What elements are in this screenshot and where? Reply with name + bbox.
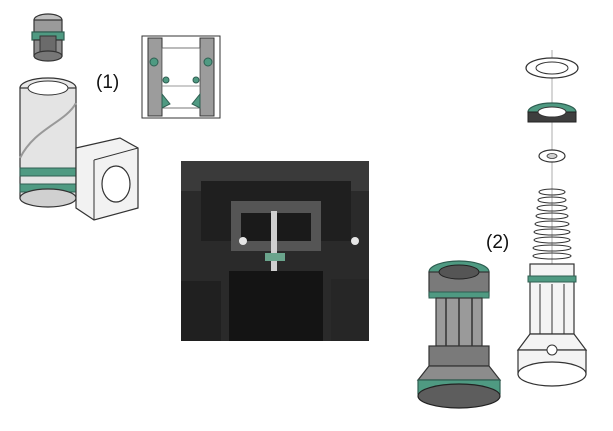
small-insert-icon [31, 13, 65, 62]
valve-photo-icon [181, 161, 369, 341]
exploded-valve-assembly-icon [516, 50, 588, 387]
callout-label-2: (2) [486, 232, 510, 253]
insert-cross-section-icon [141, 35, 221, 119]
valve-body-with-insert-icon [19, 13, 139, 221]
assembled-valve-cartridge-icon [416, 260, 502, 409]
valve-body-icon [19, 77, 139, 221]
callout-label-1: (1) [96, 72, 120, 93]
